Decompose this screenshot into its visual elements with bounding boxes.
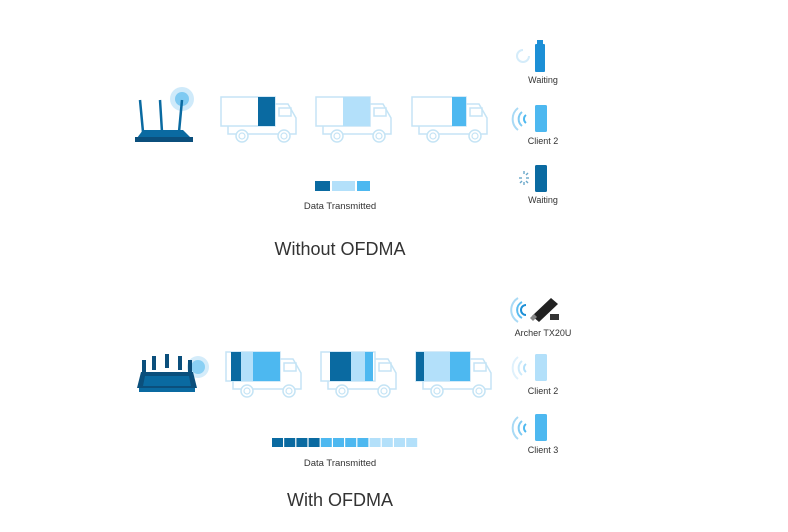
- legend-segment: [315, 181, 330, 191]
- client-waiting-2: [519, 165, 547, 192]
- client-label: Client 2: [527, 136, 559, 146]
- truck-cargo-block: [258, 97, 275, 126]
- client-archer-tx20u: [510, 297, 559, 323]
- client-label: Client 2: [527, 386, 559, 396]
- truck-cargo-block: [416, 352, 424, 381]
- legend-label: Data Transmitted: [303, 458, 377, 469]
- legend-segment: [357, 438, 369, 447]
- usb-adapter-icon: [535, 44, 545, 72]
- legend-segment: [296, 438, 308, 447]
- client-label: Client 3: [527, 445, 559, 455]
- phone-icon: [535, 105, 547, 132]
- truck-1: [220, 96, 297, 143]
- legend-segment: [394, 438, 405, 447]
- phone-icon: [535, 354, 547, 381]
- loading-spinner-icon: [519, 171, 529, 185]
- client-2: [511, 105, 547, 132]
- section-title: With OFDMA: [287, 490, 393, 510]
- truck-2: [320, 351, 397, 398]
- truck-cargo-block: [452, 97, 466, 126]
- legend-segment: [308, 438, 320, 447]
- legend-segment: [345, 438, 357, 447]
- truck-cargo-block: [241, 352, 253, 381]
- client-2: [511, 354, 547, 381]
- legend-segment: [284, 438, 296, 447]
- router-icon: [137, 354, 209, 392]
- wifi-signal-icon: [511, 107, 527, 131]
- truck-cargo-block: [231, 352, 241, 381]
- truck-cargo-block: [450, 352, 470, 381]
- section-title: Without OFDMA: [274, 239, 406, 259]
- wifi-signal-icon: [510, 297, 527, 323]
- truck-3: [415, 351, 492, 398]
- truck-cargo-block: [424, 352, 450, 381]
- legend-segment: [272, 438, 283, 447]
- truck-1: [225, 351, 302, 398]
- phone-icon: [535, 165, 547, 192]
- client-waiting-1: [516, 40, 545, 72]
- legend-segment: [357, 181, 370, 191]
- legend-segment: [332, 181, 355, 191]
- truck-cargo-block: [365, 352, 373, 381]
- data-transmitted-bar: [272, 438, 418, 447]
- legend-segment: [381, 438, 393, 447]
- client-label: Waiting: [528, 75, 558, 85]
- client-label: Archer TX20U: [514, 328, 572, 338]
- truck-3: [411, 96, 488, 143]
- phone-icon: [535, 414, 547, 441]
- legend-segment: [369, 438, 381, 447]
- router-icon: [135, 87, 194, 142]
- client-label: Waiting: [528, 195, 558, 205]
- wifi-signal-icon: [511, 416, 527, 440]
- truck-2: [315, 96, 392, 143]
- truck-cargo-block: [351, 352, 365, 381]
- truck-cargo-block: [343, 97, 370, 126]
- truck-cargo-block: [330, 352, 351, 381]
- legend-segment: [333, 438, 344, 447]
- wifi-signal-icon: [511, 356, 527, 380]
- loading-spinner-icon: [516, 49, 530, 63]
- client-3: [511, 414, 547, 441]
- usb-dongle-icon: [530, 298, 559, 322]
- legend-segment: [406, 438, 418, 447]
- legend-label: Data Transmitted: [303, 201, 377, 212]
- legend-segment: [320, 438, 332, 447]
- data-transmitted-bar: [315, 181, 370, 191]
- truck-cargo-block: [253, 352, 280, 381]
